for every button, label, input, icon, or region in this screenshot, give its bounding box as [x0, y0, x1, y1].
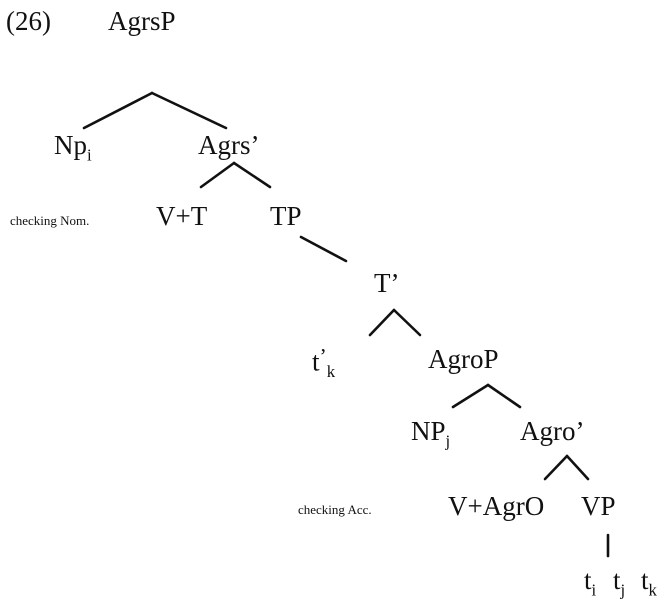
node-np-j: NPj: [411, 416, 451, 451]
branch-tp-t-bar: [299, 235, 348, 263]
node-vp: VP: [581, 491, 616, 521]
node-agrop: AgroP: [428, 344, 499, 374]
node-v-plus-t: V+T: [156, 201, 208, 231]
annotation-checking-nom: checking Nom.: [10, 213, 90, 228]
annotation-checking-acc: checking Acc.: [298, 502, 372, 517]
branch-agrs-bar-tp: [232, 161, 272, 189]
branch-t-bar-trace: [368, 308, 396, 337]
node-v-plus-agro: V+AgrO: [448, 491, 545, 521]
branch-agrs-bar-v-t: [199, 161, 236, 189]
trace-t-j: tj: [613, 565, 626, 599]
node-tp: TP: [270, 201, 302, 231]
branch-agro-bar-vp: [565, 454, 590, 481]
branch-agrop-agro-bar: [486, 383, 522, 409]
node-t-prime-k: t’k: [312, 344, 336, 381]
node-t-bar: T’: [374, 268, 400, 298]
trace-t-i: ti: [584, 565, 597, 599]
branch-agrsp-np: [82, 91, 154, 130]
node-agrs-bar: Agrs’: [198, 130, 260, 160]
example-number: (26): [6, 6, 51, 36]
branch-agro-bar-v-agro: [543, 454, 569, 481]
trace-t-k: tk: [641, 565, 657, 599]
branch-t-bar-agrop: [392, 308, 422, 337]
node-agro-bar: Agro’: [520, 416, 585, 446]
node-agrsp: AgrsP: [108, 6, 176, 36]
node-np-i: Npi: [54, 130, 92, 165]
branch-agrop-np: [451, 383, 490, 409]
branch-agrsp-agrs-bar: [150, 91, 228, 130]
